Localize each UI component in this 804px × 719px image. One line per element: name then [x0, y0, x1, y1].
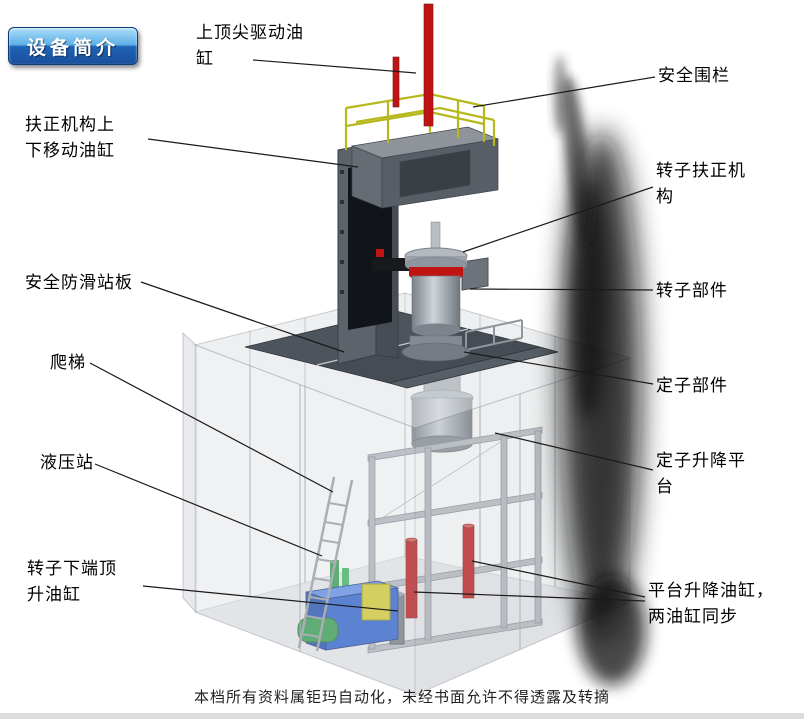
label-safety-antislip-platform: 安全防滑站板	[25, 273, 133, 292]
label-centering-updown-cylinder: 扶正机构上下移动油缸	[25, 115, 115, 160]
deck-side-frame	[465, 319, 523, 351]
label-top-spindle-drive-cylinder: 上顶尖驱动油缸	[196, 23, 304, 68]
label-stator-component: 定子部件	[656, 376, 728, 395]
head-box	[350, 126, 500, 209]
label-hydraulic-station: 液压站	[40, 453, 94, 472]
title-badge: 设备简介	[8, 27, 138, 65]
label-ladder: 爬梯	[50, 353, 86, 372]
label-rotor-lower-jacking-cylinder: 转子下端顶升油缸	[27, 559, 117, 604]
top-drive-cylinder-rods	[392, 3, 434, 127]
leader-lines	[89, 59, 656, 612]
label-platform-lifting-cylinders: 平台升降油缸，两油缸同步	[648, 581, 774, 626]
ink-smudge	[554, 55, 646, 685]
rotor-assembly	[401, 221, 471, 362]
ladder	[297, 476, 354, 652]
label-safety-fence: 安全围栏	[658, 66, 730, 85]
label-rotor-centering-mechanism: 转子扶正机构	[656, 161, 746, 206]
label-rotor-component: 转子部件	[656, 281, 728, 300]
platform-lifting-cylinders	[405, 523, 475, 619]
bottom-edge	[0, 713, 804, 719]
confidentiality-footer: 本档所有资料属钜玛自动化，未经书面允许不得透露及转摘	[193, 690, 610, 706]
label-stator-lifting-platform: 定子升降平台	[656, 451, 746, 496]
